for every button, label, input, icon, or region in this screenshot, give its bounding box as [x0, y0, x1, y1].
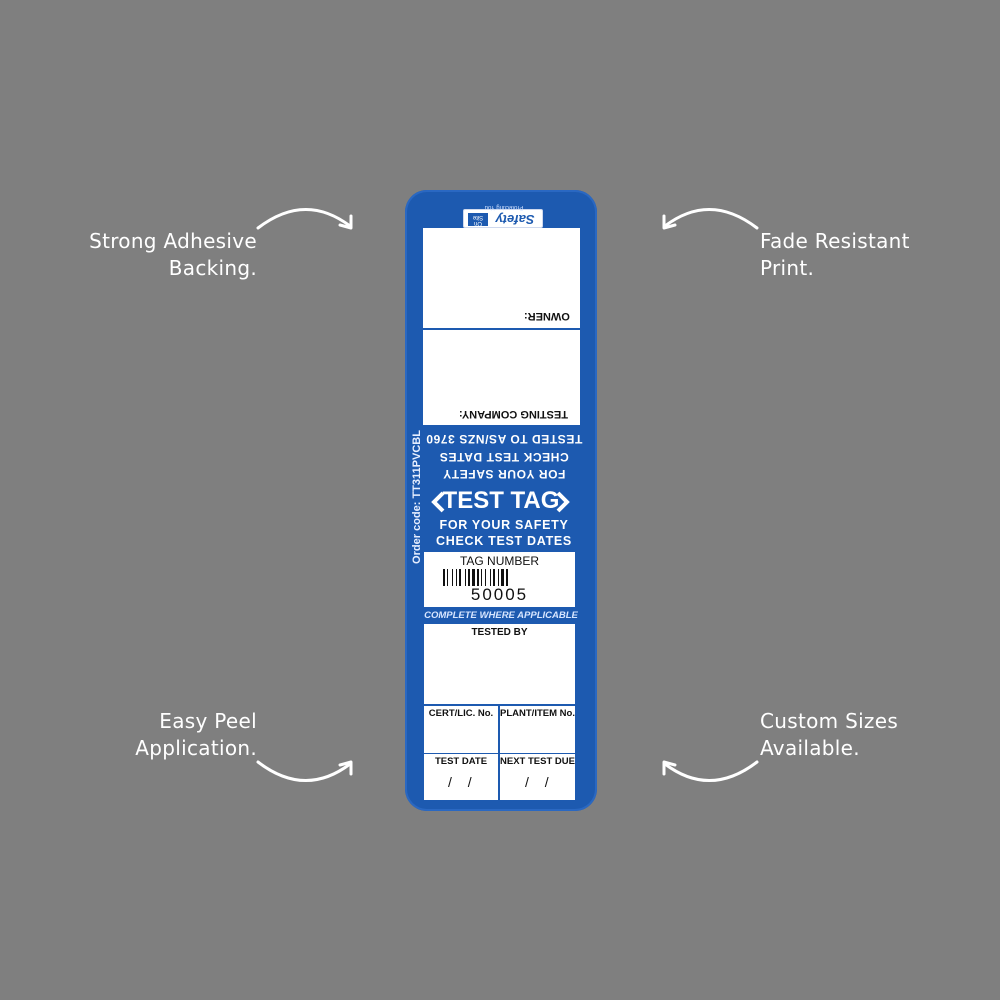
curved-arrow-icon: [256, 208, 353, 230]
curved-arrow-icon: [662, 760, 759, 782]
order-code: Order code: TT311PVCBL: [411, 430, 423, 564]
test-date-label: TEST DATE: [434, 756, 488, 767]
testing-company-field: [423, 330, 580, 425]
callout-line: Print.: [760, 256, 815, 280]
tag-number-value: 50005: [470, 585, 529, 604]
next-test-due-label: NEXT TEST DUE: [500, 756, 575, 767]
curved-arrow-icon: [256, 760, 353, 782]
plant-field: [500, 706, 575, 753]
callout-custom-sizes: Custom Sizes Available.: [760, 708, 898, 762]
test-date-field: [424, 754, 498, 800]
owner-label: OWNER:: [524, 310, 570, 322]
callout-line: Available.: [760, 736, 860, 760]
callout-line: Application.: [135, 736, 257, 760]
logo-brand: Safety: [495, 212, 535, 227]
complete-note: COMPLETE WHERE APPLICABLE: [424, 610, 578, 621]
testing-company-label: TESTING COMPANY:: [459, 408, 568, 420]
chevron-right-icon: [556, 491, 570, 513]
cert-label: CERT/LIC. No.: [428, 708, 494, 719]
next-test-due-field: [500, 754, 575, 800]
callout-easy-peel: Easy Peel Application.: [60, 708, 257, 762]
check-dates-line: CHECK TEST DATES: [436, 534, 572, 548]
logo-badge-line: On: [474, 220, 483, 226]
callout-line: Custom Sizes: [760, 709, 899, 733]
chevron-left-icon: [431, 491, 445, 513]
callout-strong-adhesive: Strong Adhesive Backing.: [60, 228, 257, 282]
owner-field: [423, 228, 580, 328]
flipped-check-line: CHECK TEST DATES: [439, 450, 569, 464]
tested-by-label: TESTED BY: [471, 627, 528, 638]
tag-title: TEST TAG: [442, 487, 560, 514]
callout-line: Easy Peel: [159, 709, 257, 733]
tag-number-panel: [424, 552, 575, 607]
cert-field: [424, 706, 498, 753]
curved-arrow-icon: [662, 208, 759, 230]
safety-line: FOR YOUR SAFETY: [439, 518, 569, 532]
callout-fade-resistant: Fade Resistant Print.: [760, 228, 910, 282]
flipped-standard-line: TESTED TO AS/NZS 3760: [425, 432, 583, 446]
plant-label: PLANT/ITEM No.: [500, 708, 575, 719]
tag-number-label: TAG NUMBER: [459, 554, 540, 568]
onsite-safety-logo: Safety On Site Protecting You: [463, 204, 543, 228]
flipped-safety-line: FOR YOUR SAFETY: [442, 467, 566, 481]
barcode-icon: [443, 569, 508, 586]
logo-tagline: Protecting You: [484, 204, 524, 210]
logo-badge: On Site: [468, 213, 488, 226]
test-date-placeholder: / /: [448, 774, 478, 790]
tested-by-field: [424, 624, 575, 704]
callout-line: Backing.: [168, 256, 257, 280]
callout-line: Strong Adhesive: [89, 229, 257, 253]
callout-line: Fade Resistant: [760, 229, 910, 253]
next-due-placeholder: / /: [525, 774, 555, 790]
logo-badge-line: Site: [472, 214, 484, 220]
